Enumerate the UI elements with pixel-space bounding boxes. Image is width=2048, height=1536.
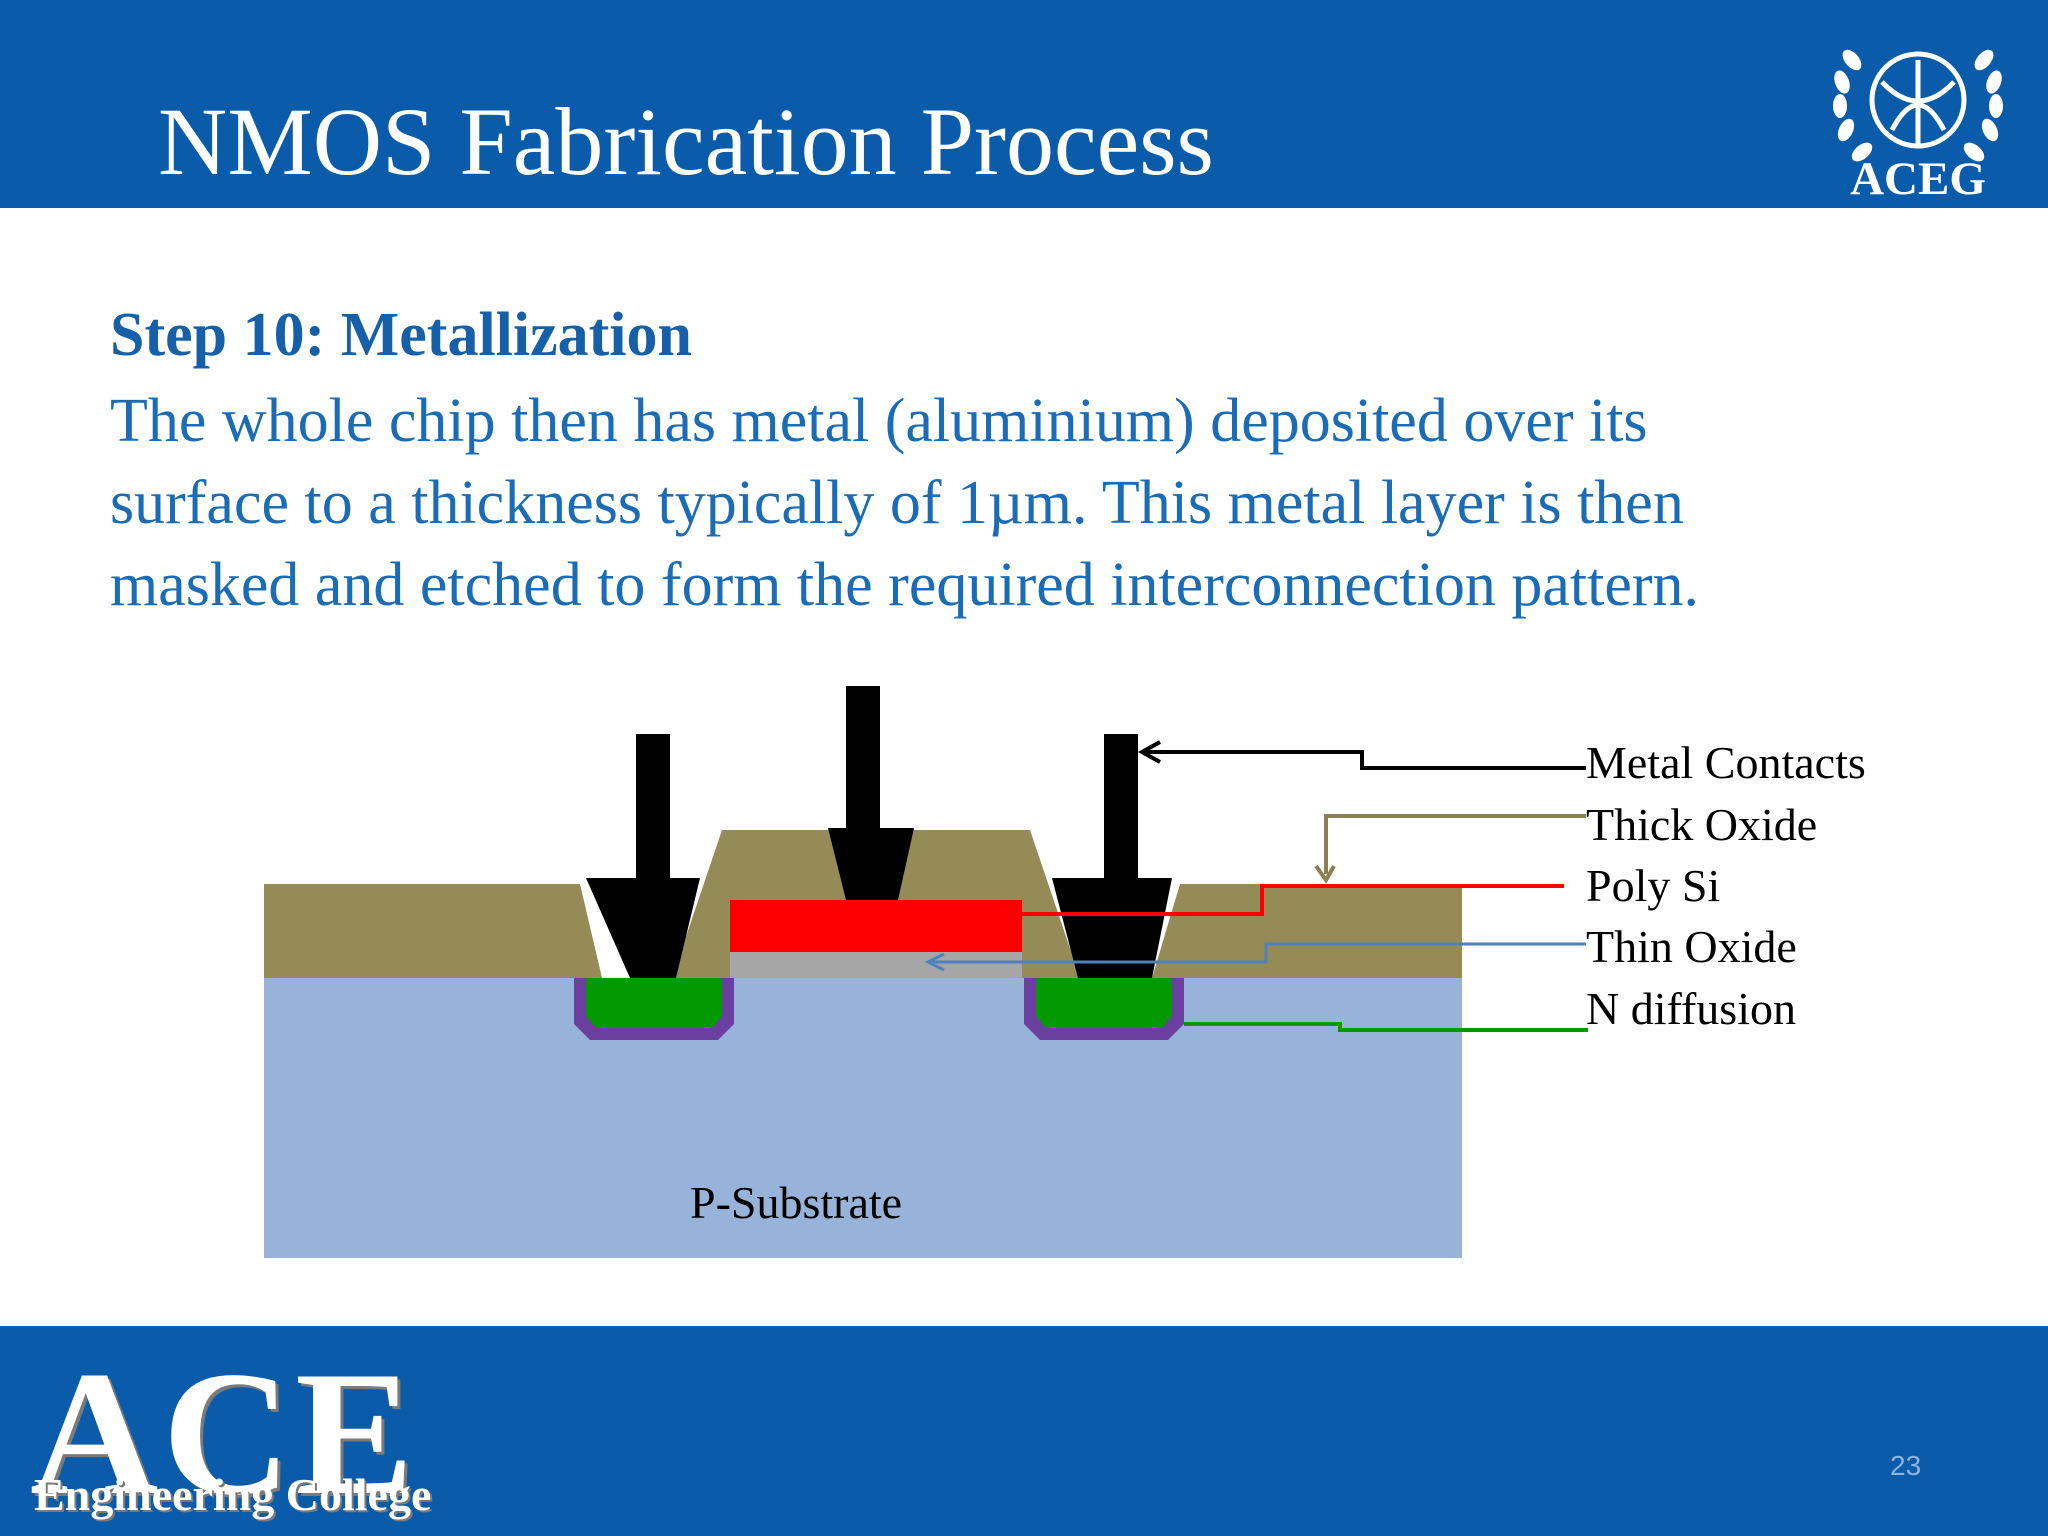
college-emblem-logo	[1833, 49, 2003, 162]
leader-thick-oxide	[1324, 814, 1586, 874]
leader-n-diffusion	[1184, 1022, 1588, 1032]
arrowhead-thick-oxide	[1314, 864, 1336, 884]
metal-contact-source	[586, 734, 700, 978]
header-bar	[0, 0, 2048, 208]
leader-thin-oxide	[930, 942, 1586, 964]
footer-logo-subtitle: Engineering College	[34, 1469, 432, 1520]
leader-metal-contacts	[1144, 750, 1586, 770]
description-line: masked and etched to form the required i…	[110, 551, 1699, 619]
step-title: Step 10: Metallization	[110, 301, 693, 369]
label-thin-oxide: Thin Oxide	[1586, 921, 1797, 972]
label-n-diffusion: N diffusion	[1586, 983, 1796, 1034]
description-line: The whole chip then has metal (aluminium…	[110, 387, 1648, 455]
description-line: surface to a thickness typically of 1µm.…	[110, 469, 1684, 537]
page-number: 23	[1890, 1450, 1922, 1481]
label-p-substrate: P-Substrate	[690, 1177, 902, 1228]
step-description: The whole chip then has metal (aluminium…	[110, 380, 1990, 626]
college-logo-text: ACEG	[1850, 153, 1986, 205]
label-metal-contacts: Metal Contacts	[1586, 737, 1866, 788]
poly-si-gate	[730, 900, 1022, 952]
thin-oxide-layer	[730, 952, 1022, 978]
arrowhead-thin-oxide	[924, 952, 945, 972]
label-poly-si: Poly Si	[1586, 860, 1720, 911]
footer-bar	[0, 1326, 2048, 1536]
leader-poly-si	[1022, 884, 1564, 916]
n-diffusion-left	[586, 978, 722, 1028]
nmos-cross-section-diagram: Metal Contacts Thick Oxide Poly Si Thin …	[264, 686, 1866, 1258]
n-diffusion-right	[1036, 978, 1172, 1028]
metal-contact-drain	[1052, 734, 1172, 978]
footer-logo-ace: ACE	[30, 1334, 418, 1532]
slide-title: NMOS Fabrication Process	[158, 88, 1214, 195]
label-thick-oxide: Thick Oxide	[1586, 799, 1817, 850]
arrowhead-metal-contacts	[1137, 740, 1161, 764]
metal-contact-gate	[828, 686, 914, 900]
